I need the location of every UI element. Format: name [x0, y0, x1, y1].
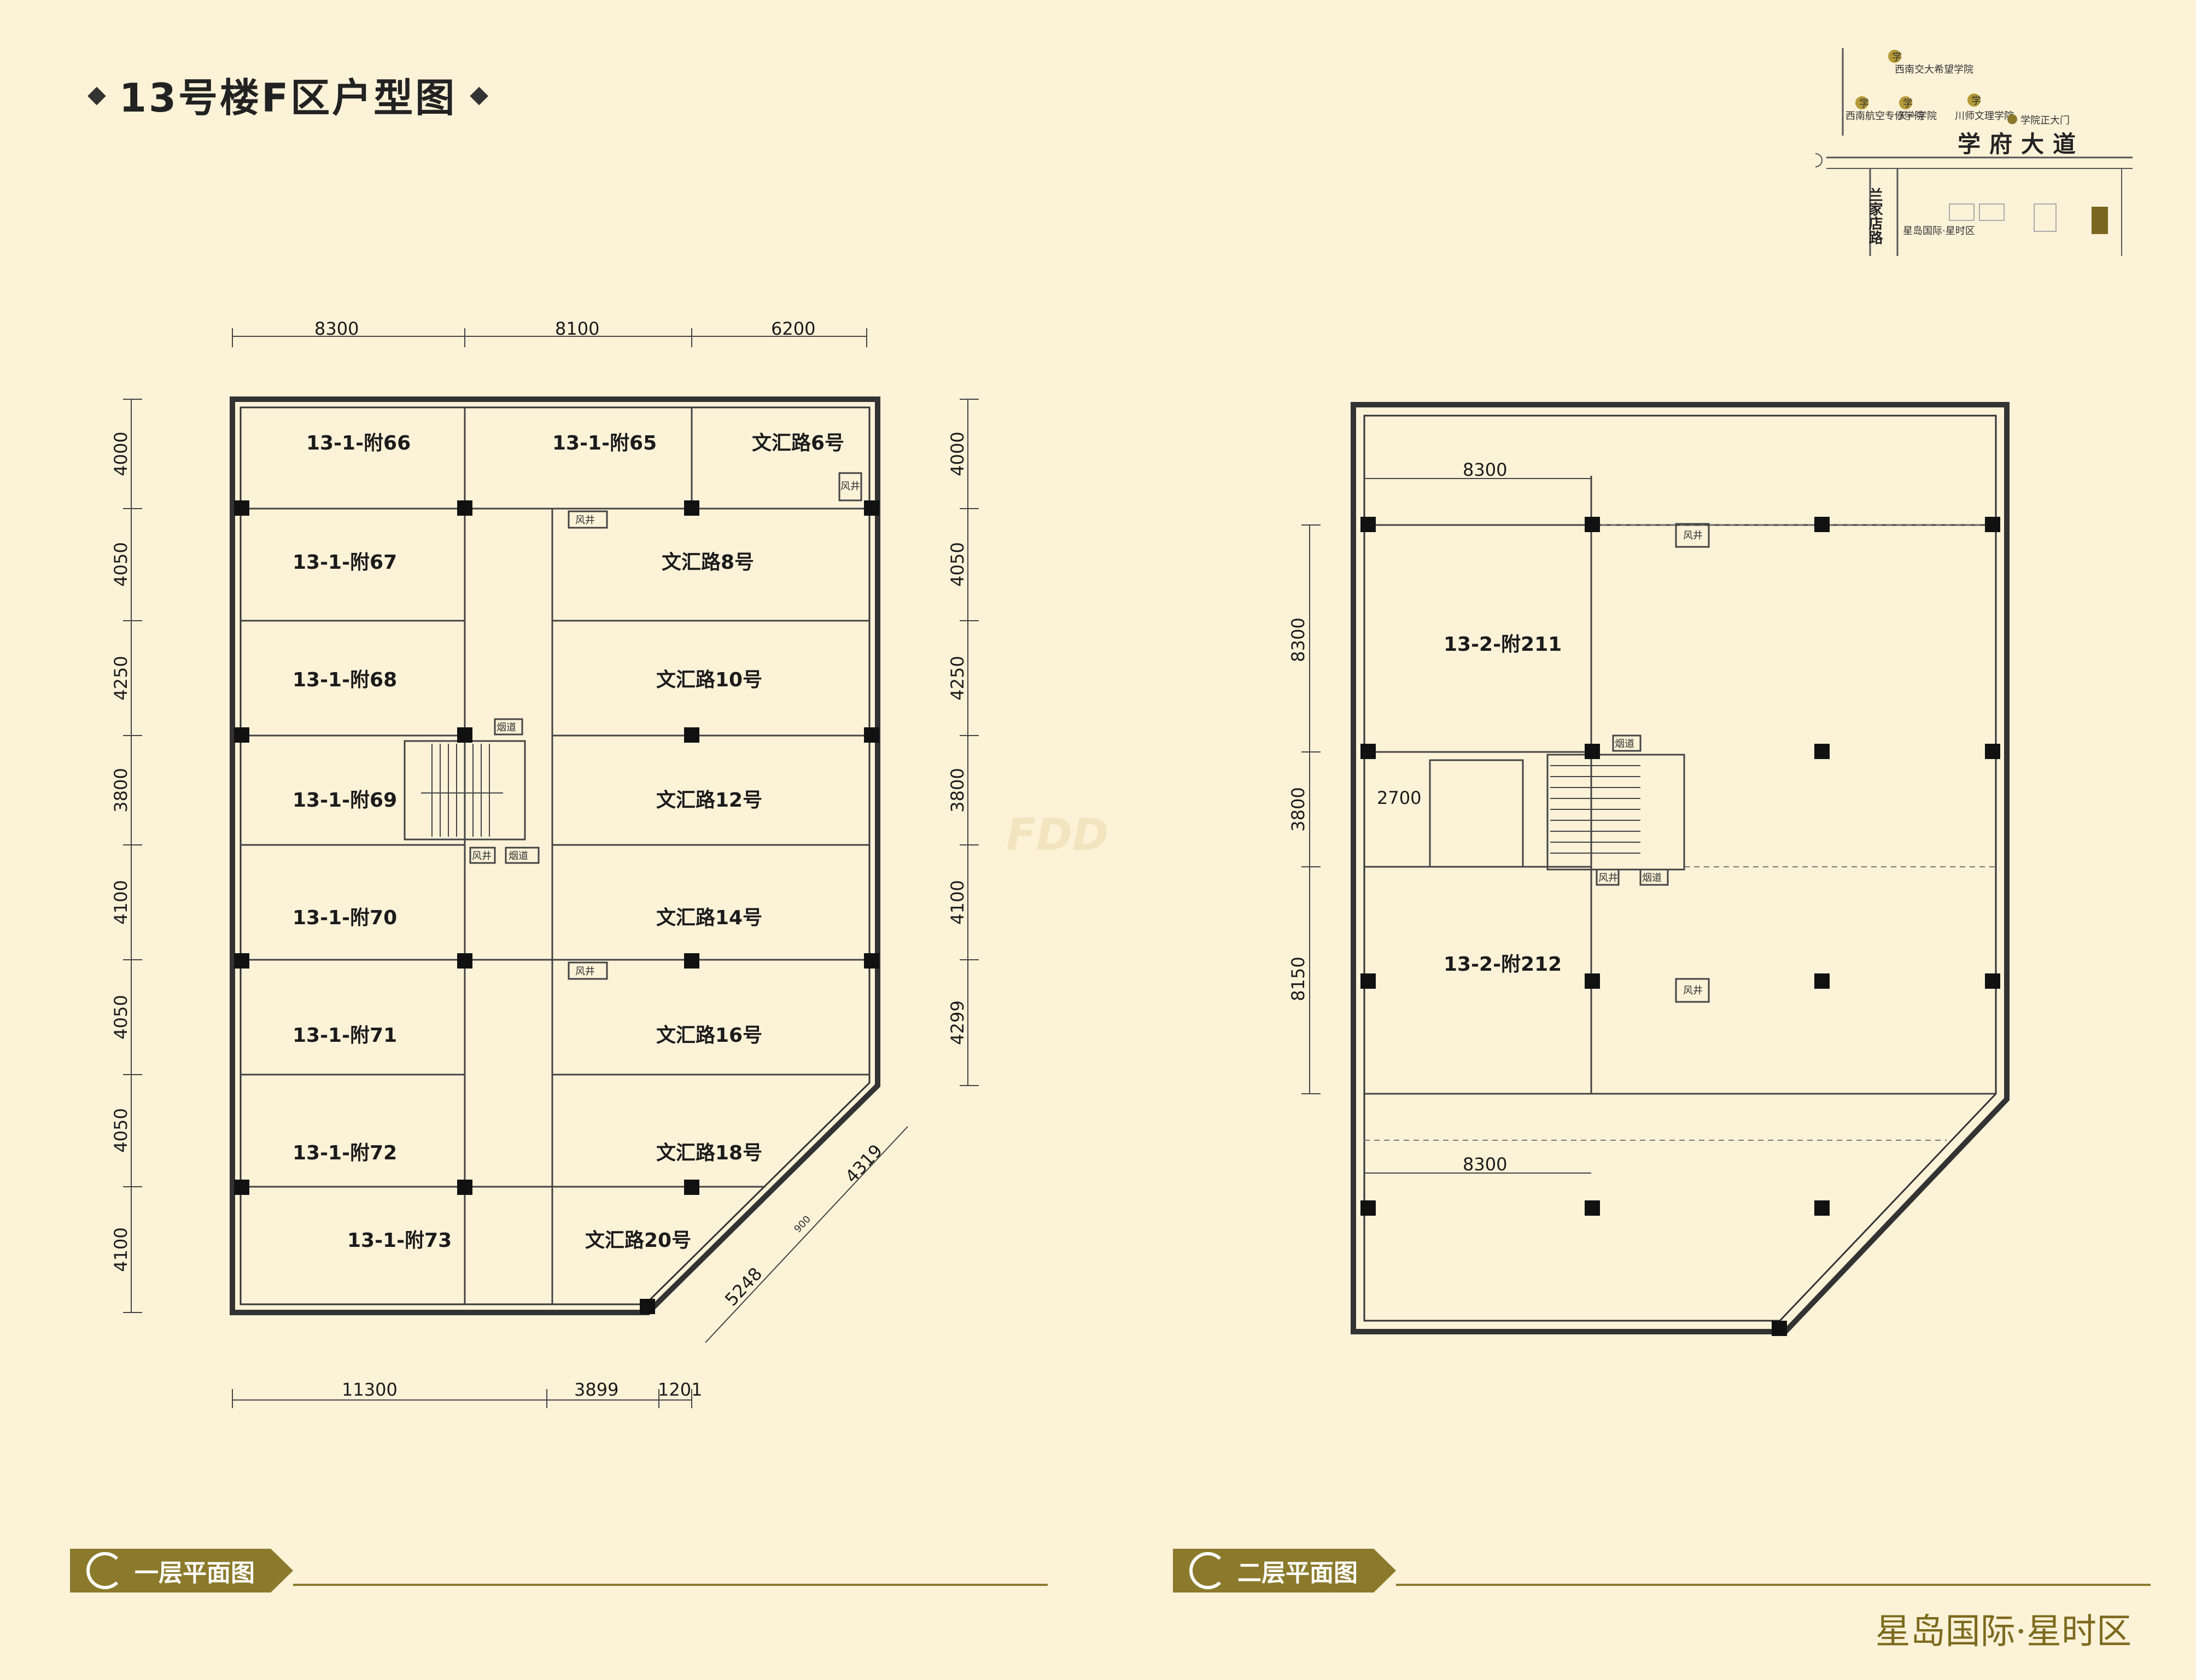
dimension: 4319	[841, 1140, 886, 1187]
room-label: 13-1-附71	[293, 1024, 397, 1047]
page-title: 13号楼F区户型图	[119, 75, 457, 121]
dimension: 8300	[1463, 1154, 1507, 1175]
school-label: 天一学院	[1897, 110, 1937, 122]
dimension: 4100	[947, 880, 968, 924]
ornament-icon: ◆	[87, 80, 106, 108]
flue-label: 烟道	[1642, 872, 1662, 884]
dimension: 11300	[342, 1379, 398, 1400]
room-label: 13-1-附69	[293, 789, 397, 812]
shaft-label: 风井	[1598, 872, 1618, 884]
school-marker-icon	[1855, 96, 1868, 109]
dimension: 8150	[1288, 956, 1309, 1001]
dimension: 8300	[314, 318, 359, 339]
room-label: 文汇路12号	[656, 789, 762, 812]
dimension: 4000	[110, 431, 131, 476]
shaft-label: 风井	[472, 850, 492, 862]
room-label: 文汇路10号	[656, 669, 762, 691]
school-marker-icon	[1967, 94, 1981, 107]
dimension: 8300	[1288, 617, 1309, 662]
room-label: 13-1-附65	[552, 432, 657, 454]
dimension: 900	[792, 1214, 813, 1235]
school-marker-icon	[1888, 50, 1901, 63]
dimension: 2700	[1377, 788, 1421, 808]
room-label: 13-1-附70	[293, 907, 397, 929]
dimension: 3800	[947, 768, 968, 812]
dimension: 3800	[110, 768, 131, 812]
flue-label: 烟道	[509, 850, 528, 862]
room-label: 文汇路14号	[656, 907, 762, 929]
ornament-icon: ◆	[470, 80, 489, 108]
dimension: 4050	[110, 995, 131, 1039]
dimension: 6200	[771, 318, 815, 339]
location-map: 学 学 学 学 西南交大希望学院 西南航空专修学院 天一学院 川师文理学院 学院…	[1815, 48, 2133, 256]
dimension: 4050	[947, 542, 968, 586]
site-label: 星岛国际·星时区	[1903, 225, 1975, 237]
dimension: 3899	[574, 1379, 618, 1400]
compass-icon	[1815, 153, 1823, 167]
flue-label: 烟道	[497, 722, 516, 733]
site-marker	[2092, 207, 2108, 234]
shaft-label: 风井	[1683, 530, 1703, 541]
school-icon-glyph: 学	[1892, 51, 1902, 63]
school-icon-glyph: 学	[1971, 95, 1981, 107]
floor-1-banner: 一层平面图	[70, 1549, 1048, 1592]
room-label: 13-1-附66	[306, 432, 411, 454]
dimension: 4050	[110, 542, 131, 586]
dimension: 8300	[1463, 459, 1507, 480]
floor-1-label: 一层平面图	[135, 1559, 255, 1587]
shaft-label: 风井	[1683, 985, 1703, 996]
school-label: 西南交大希望学院	[1895, 64, 1973, 75]
shaft-label: 风井	[840, 481, 860, 492]
room-label: 文汇路6号	[752, 432, 844, 454]
dimension: 5248	[721, 1263, 766, 1310]
room-label: 13-2-附212	[1444, 953, 1562, 976]
floor-2-label: 二层平面图	[1237, 1559, 1358, 1587]
watermark: FDD	[1006, 809, 1109, 860]
dimension: 4100	[110, 880, 131, 924]
floor-2-banner: 二层平面图	[1173, 1549, 2151, 1592]
dimension: 1201	[658, 1379, 702, 1400]
room-label: 13-1-附67	[293, 551, 397, 574]
swirl-icon	[1189, 1552, 1227, 1589]
room-label: 文汇路8号	[662, 551, 754, 574]
school-icon-glyph: 学	[1903, 98, 1913, 109]
swirl-icon	[86, 1552, 124, 1589]
brand-logo: 星岛国际·星时区	[1875, 1612, 2131, 1652]
shaft-label: 风井	[575, 515, 595, 526]
road-label-v: 兰家店路	[1866, 188, 1883, 244]
road-label-h: 学府大道	[1958, 131, 2084, 158]
page-title-block: ◆ 13号楼F区户型图 ◆	[87, 66, 488, 123]
room-label: 文汇路20号	[585, 1229, 691, 1252]
pin-icon	[2007, 114, 2017, 124]
dimension: 4100	[110, 1227, 131, 1271]
school-marker-icon	[1899, 96, 1912, 109]
room-label: 13-2-附211	[1444, 633, 1562, 656]
floor-1-plan: 风井 烟道 风井 烟道 风井 风井 13-1-附66 13-1-附67 13-1…	[110, 318, 979, 1408]
divider	[293, 1584, 1048, 1586]
school-label: 西南航空专修学院	[1845, 110, 1924, 122]
dimension: 4250	[947, 656, 968, 700]
flue-label: 烟道	[1615, 738, 1634, 750]
dimension: 4299	[947, 1000, 968, 1045]
dimension: 8100	[555, 318, 599, 339]
location-map-graphic: 学 学 学 学 西南交大希望学院 西南航空专修学院 天一学院 川师文理学院 学院…	[1815, 48, 2133, 256]
floor-2-plan: 风井 烟道 风井 烟道 风井 13-2-附211 13-2-附212 8300 …	[1288, 402, 2010, 1336]
room-label: 13-1-附72	[293, 1142, 397, 1164]
school-icon-glyph: 学	[1859, 98, 1869, 109]
room-label: 13-1-附73	[347, 1229, 452, 1252]
dimension: 3800	[1288, 787, 1309, 831]
divider	[1396, 1584, 2151, 1586]
room-label: 13-1-附68	[293, 669, 397, 691]
dimension: 4250	[110, 656, 131, 700]
shaft-label: 风井	[575, 966, 595, 977]
school-label: 川师文理学院	[1955, 110, 2014, 122]
room-label: 文汇路16号	[656, 1024, 762, 1047]
room-label: 文汇路18号	[656, 1142, 762, 1164]
dimension: 4000	[947, 431, 968, 476]
gate-label: 学院正大门	[2020, 115, 2070, 126]
dimension: 4050	[110, 1108, 131, 1152]
